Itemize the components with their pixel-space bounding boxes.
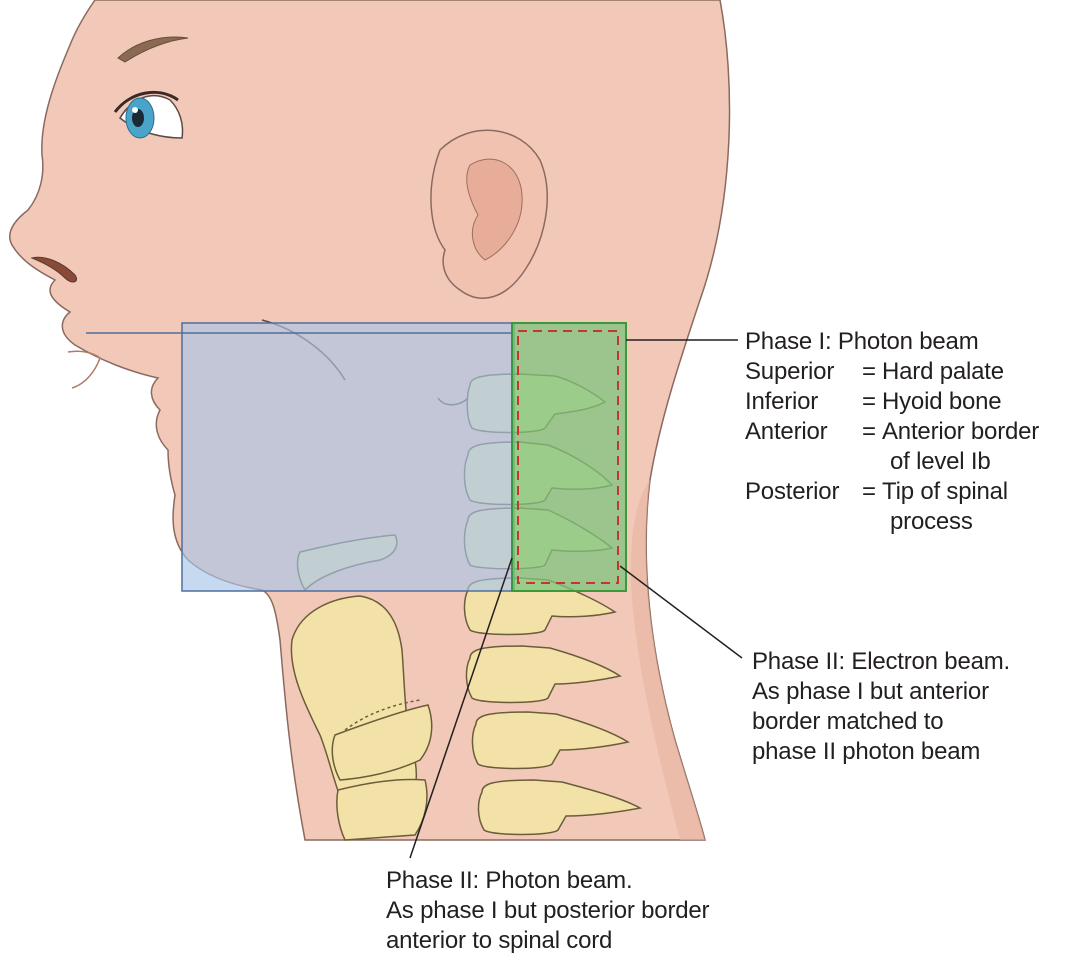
- phase1-eq-posterior: =: [862, 477, 876, 507]
- phase1-eq-inferior: =: [862, 387, 876, 417]
- phase2-electron-field: [512, 323, 626, 591]
- phase1-anterior-continuation: of level Ib: [745, 447, 1039, 477]
- phase1-eq-superior: =: [862, 357, 876, 387]
- phase1-key-anterior: Anterior: [745, 417, 862, 447]
- phase2-photon-line: anterior to spinal cord: [386, 926, 709, 956]
- phase2-electron-line: phase II photon beam: [752, 737, 1010, 767]
- phase1-row-superior: Superior = Hard palate: [745, 357, 1039, 387]
- phase1-eq-anterior: =: [862, 417, 876, 447]
- phase1-title: Phase I: Photon beam: [745, 327, 1039, 357]
- phase1-row-inferior: Inferior = Hyoid bone: [745, 387, 1039, 417]
- phase1-label: Phase I: Photon beam Superior = Hard pal…: [745, 327, 1039, 537]
- trachea-ring: [337, 779, 427, 840]
- phase1-value-superior: Hard palate: [876, 357, 1004, 387]
- phase1-key-inferior: Inferior: [745, 387, 862, 417]
- phase2-photon-line: As phase I but posterior border: [386, 896, 709, 926]
- phase2-electron-line: As phase I but anterior: [752, 677, 1010, 707]
- phase1-value-anterior: Anterior border: [876, 417, 1039, 447]
- phase1-value-posterior: Tip of spinal: [876, 477, 1008, 507]
- phase1-value-inferior: Hyoid bone: [876, 387, 1001, 417]
- phase1-row-posterior: Posterior = Tip of spinal: [745, 477, 1039, 507]
- phase1-posterior-continuation: process: [745, 507, 1039, 537]
- phase1-row-anterior: Anterior = Anterior border: [745, 417, 1039, 447]
- phase2-photon-label: Phase II: Photon beam. As phase I but po…: [386, 866, 709, 956]
- phase1-key-superior: Superior: [745, 357, 862, 387]
- phase1-key-posterior: Posterior: [745, 477, 862, 507]
- phase2-photon-line: Phase II: Photon beam.: [386, 866, 709, 896]
- phase1-photon-field: [182, 323, 514, 591]
- phase2-electron-line: Phase II: Electron beam.: [752, 647, 1010, 677]
- phase2-electron-line: border matched to: [752, 707, 1010, 737]
- eye-highlight: [132, 107, 138, 113]
- phase2-electron-label: Phase II: Electron beam. As phase I but …: [752, 647, 1010, 767]
